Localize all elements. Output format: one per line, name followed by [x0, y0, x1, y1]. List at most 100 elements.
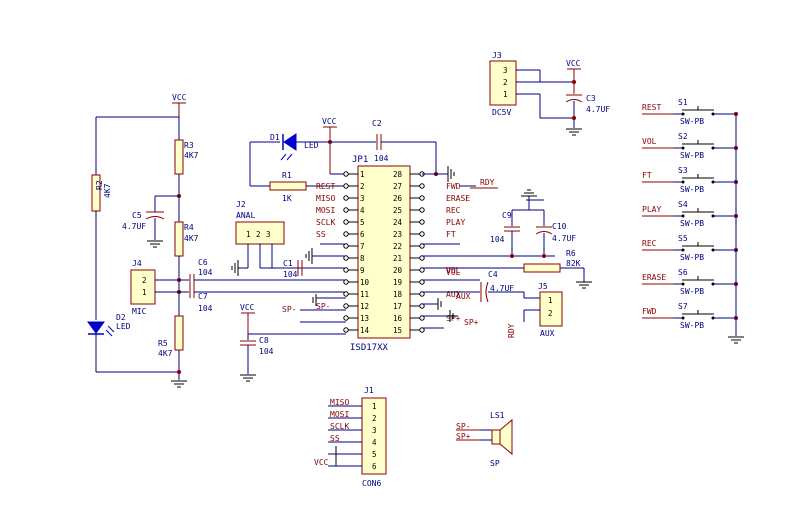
ic-net-ss: SS	[316, 230, 326, 239]
r2-ref: R2	[95, 180, 104, 190]
r6-ref: R6	[566, 249, 576, 258]
j1-pin-2: 2	[372, 414, 377, 423]
switch-ref-4: S4	[678, 200, 688, 209]
ic-pin-17: 17	[393, 302, 402, 311]
r4-body	[174, 221, 184, 257]
r5-body	[174, 315, 184, 351]
j2-pin-1: 1	[246, 230, 251, 239]
ls1-net-1: SP-	[456, 422, 470, 431]
ic-pin-4: 4	[360, 206, 365, 215]
j4-pin-1: 1	[142, 288, 147, 297]
pushbutton-switches: RESTS1SW-PBVOLS2SW-PBFTS3SW-PBPLAYS4SW-P…	[642, 98, 738, 330]
r6-value: 82K	[566, 259, 581, 268]
ic-value: ISD17XX	[350, 343, 389, 353]
vcc-label-jp1: VCC	[322, 117, 337, 126]
r4-ref: R4	[184, 223, 194, 232]
j5-pin-2: 2	[548, 309, 553, 318]
switch-net-vol: VOL	[642, 137, 657, 146]
j1-net-miso: MISO	[330, 398, 349, 407]
ic-right-wiring: RDY VOL R6 82K C9 104 C10 4.7UF	[422, 166, 592, 338]
ic-pin-22: 22	[393, 242, 402, 251]
ic-pin-5: 5	[360, 218, 365, 227]
ic-pin-16: 16	[393, 314, 403, 323]
j2-pin-2: 2	[256, 230, 261, 239]
ic-net-play: PLAY	[446, 218, 465, 227]
dc5v-section: J3 3 2 1 DC5V VCC C3 4.7UF	[489, 51, 610, 136]
switch-value-4: SW-PB	[680, 219, 704, 228]
switch-net-rec: REC	[642, 239, 657, 248]
j5-aux-connector	[539, 291, 563, 327]
ic-net-erase: ERASE	[446, 194, 470, 203]
j3-pin-1: 1	[503, 90, 508, 99]
ic-pin-21: 21	[393, 254, 402, 263]
ic-pin-10: 10	[360, 278, 370, 287]
ic-pin-6: 6	[360, 230, 365, 239]
d1-led-icon	[283, 133, 297, 151]
ic-net-sclk: SCLK	[316, 218, 335, 227]
r1-body	[269, 181, 307, 191]
c4-value: 4.7UF	[490, 284, 514, 293]
j4-mic-connector	[130, 269, 156, 305]
j5-ref: J5	[538, 282, 548, 291]
c10-value: 4.7UF	[552, 234, 576, 243]
r2-value: 4K7	[103, 183, 112, 198]
j1-ref: J1	[364, 386, 374, 395]
switch-net-ft: FT	[642, 171, 652, 180]
net-rdy-label: RDY	[480, 178, 495, 187]
j3-dc5v-connector	[489, 60, 517, 106]
switch-ref-5: S5	[678, 234, 688, 243]
ic-pin-9: 9	[360, 266, 365, 275]
c9-value: 104	[490, 235, 505, 244]
net-aux-label: AUX	[456, 292, 471, 301]
speaker-section: LS1 SP-SP+ SP	[456, 411, 513, 468]
c5-value: 4.7UF	[122, 222, 146, 231]
ic-ref: JP1	[352, 155, 368, 165]
r3-ref: R3	[184, 141, 194, 150]
ic-net-mosi: MOSI	[316, 206, 335, 215]
c3-ref: C3	[586, 94, 596, 103]
r1-value: 1K	[282, 194, 292, 203]
r6-body	[523, 263, 561, 273]
ic-jp1: JP1 ISD17XX 12REST3MISO4MOSI5SCLK6SS7891…	[316, 155, 470, 353]
switch-net-fwd: FWD	[642, 307, 657, 316]
c2-value: 104	[374, 154, 389, 163]
net-rdy-aux-label: RDY	[507, 323, 516, 338]
c6-ref: C6	[198, 258, 208, 267]
j1-net-sclk: SCLK	[330, 422, 349, 431]
switch-value-5: SW-PB	[680, 253, 704, 262]
ic-lower-left-wiring: SP- VCC C8 104	[240, 294, 346, 382]
ls1-pins: SP-SP+	[456, 422, 492, 441]
j1-pin-4: 4	[372, 438, 377, 447]
ic-body	[357, 165, 411, 339]
ic-net-fwd: FWD	[446, 182, 461, 191]
switch-value-2: SW-PB	[680, 151, 704, 160]
ic-net-vol: VOL	[446, 266, 461, 275]
ic-pin-26: 26	[393, 194, 403, 203]
d2-ref: D2	[116, 313, 126, 322]
c2-ref: C2	[372, 119, 382, 128]
mic-bias-section: VCC R2 4K7 D2 LED R3 4K7 C5 4.7UF	[87, 93, 346, 388]
ic-pin-28: 28	[393, 170, 403, 179]
r4-value: 4K7	[184, 234, 199, 243]
switch-value-6: SW-PB	[680, 287, 704, 296]
ls1-ref: LS1	[490, 411, 505, 420]
j1-value: CON6	[362, 479, 381, 488]
ic-pin-14: 14	[360, 326, 370, 335]
j5-pin-1: 1	[548, 296, 553, 305]
c8-ref: C8	[259, 336, 269, 345]
switch-ref-7: S7	[678, 302, 688, 311]
switch-ref-2: S2	[678, 132, 688, 141]
switch-value-1: SW-PB	[680, 117, 704, 126]
switch-ref-3: S3	[678, 166, 688, 175]
j1-net-vcc: VCC	[314, 458, 329, 467]
ls1-net-2: SP+	[456, 432, 471, 441]
c4-ref: C4	[488, 270, 498, 279]
j1-net-ss: SS	[330, 434, 340, 443]
j3-ref: J3	[492, 51, 502, 60]
vcc-label-c8: VCC	[240, 303, 255, 312]
